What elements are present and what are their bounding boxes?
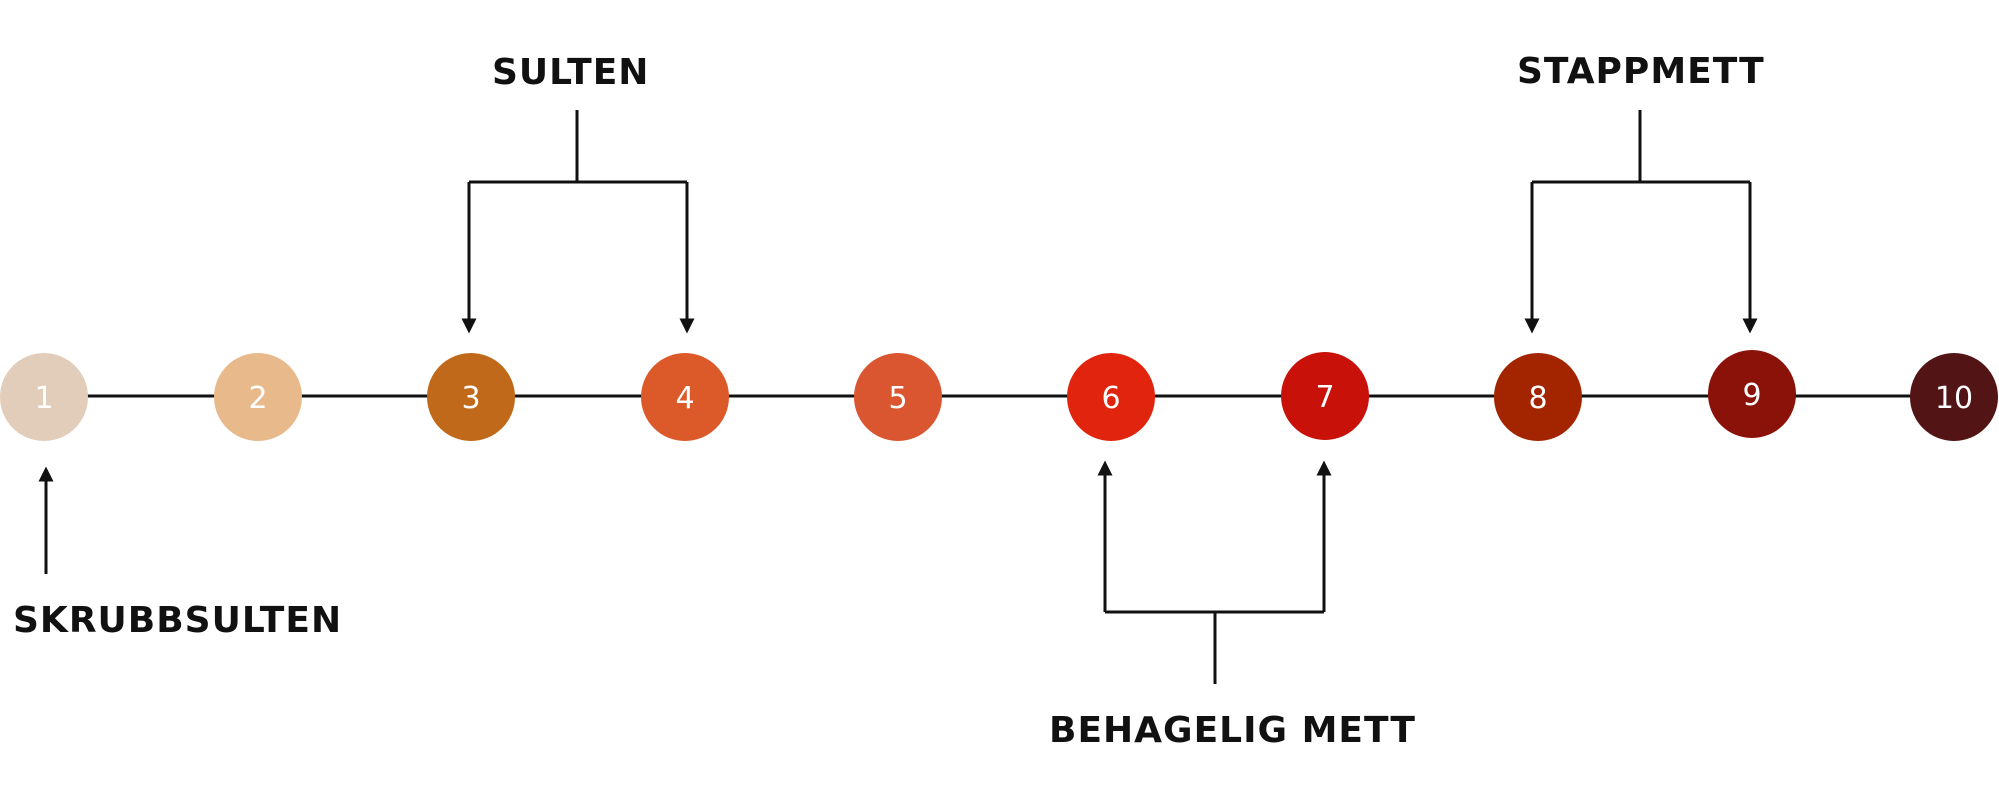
scale-step-8-label: 8 xyxy=(1528,381,1547,416)
scale-step-5-circle xyxy=(854,353,942,441)
scale-step-1-circle xyxy=(0,353,88,441)
label-behagelig-mett: BEHAGELIG METT xyxy=(1049,710,1416,751)
scale-step-2-circle xyxy=(214,353,302,441)
scale-steps: 1 2 3 4 5 6 7 8 9 10 xyxy=(0,350,1998,441)
bracket-stappmett xyxy=(1524,110,1758,334)
scale-step-8-circle xyxy=(1494,353,1582,441)
scale-step-4-circle xyxy=(641,353,729,441)
scale-step-6-label: 6 xyxy=(1101,381,1120,416)
scale-step-1-label: 1 xyxy=(34,381,53,416)
scale-step-2-label: 2 xyxy=(248,381,267,416)
scale-step-7-label: 7 xyxy=(1315,380,1334,415)
scale-step-5-label: 5 xyxy=(888,381,907,416)
label-stappmett: STAPPMETT xyxy=(1517,51,1765,92)
bracket-behagelig-mett xyxy=(1097,460,1332,684)
scale-step-9-label: 9 xyxy=(1742,378,1761,413)
scale-step-10-circle xyxy=(1910,353,1998,441)
bracket-sulten xyxy=(461,110,695,334)
scale-step-3-circle xyxy=(427,353,515,441)
scale-step-10-label: 10 xyxy=(1935,381,1973,416)
scale-step-4-label: 4 xyxy=(675,381,694,416)
label-skrubbsulten: SKRUBBSULTEN xyxy=(13,600,343,641)
scale-step-7-circle xyxy=(1281,352,1369,440)
scale-step-6-circle xyxy=(1067,353,1155,441)
label-sulten: SULTEN xyxy=(492,52,650,93)
scale-step-3-label: 3 xyxy=(461,381,480,416)
scale-step-9-circle xyxy=(1708,350,1796,438)
